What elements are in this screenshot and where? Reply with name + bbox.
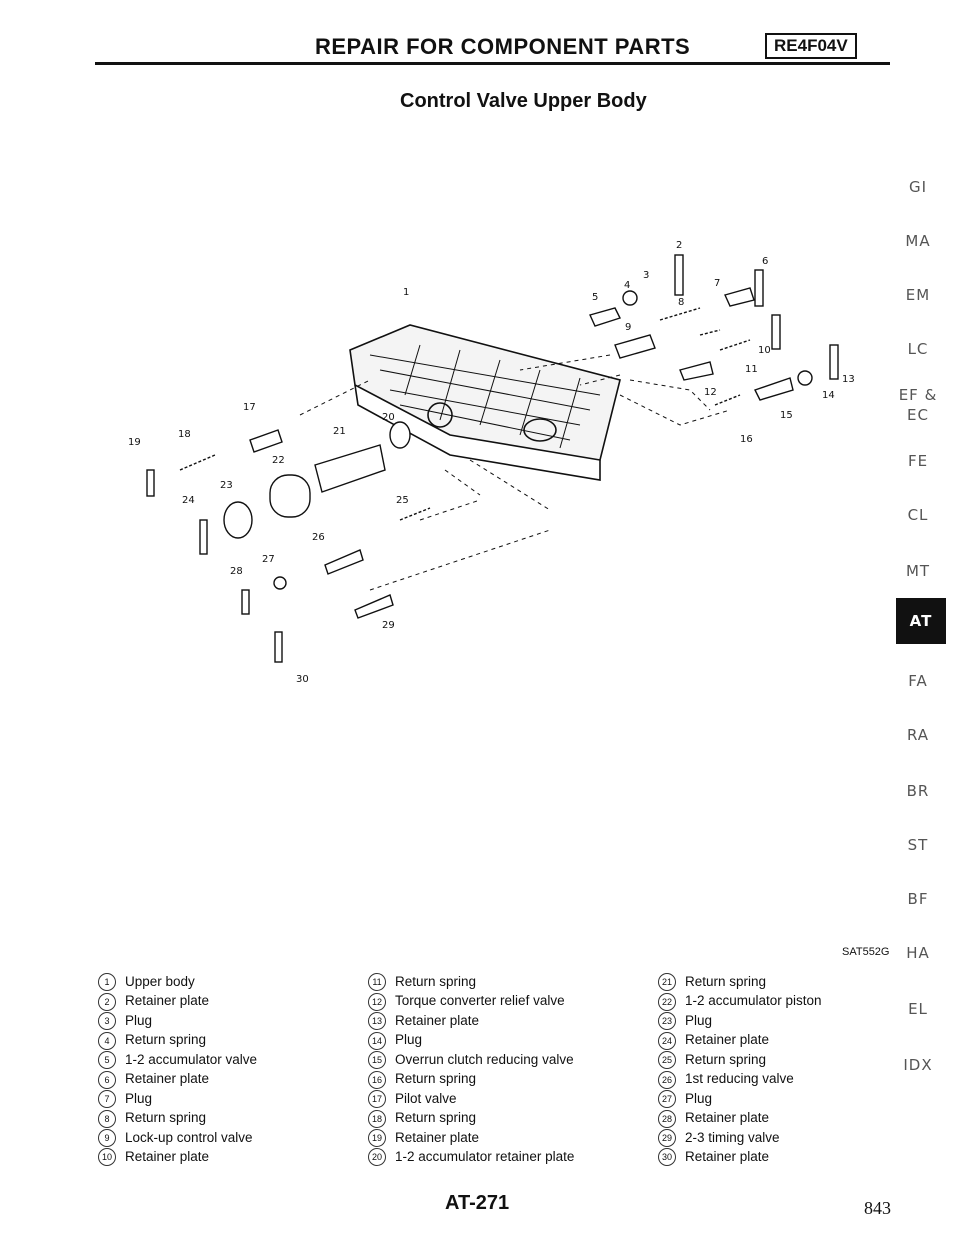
svg-text:26: 26 [312,532,325,543]
svg-text:9: 9 [625,322,631,333]
svg-text:24: 24 [182,495,195,506]
nav-item-em[interactable]: EM [905,286,931,304]
svg-text:22: 22 [272,455,285,466]
svg-text:3: 3 [643,270,649,281]
svg-text:8: 8 [678,297,684,308]
nav-item-el[interactable]: EL [908,1000,928,1018]
model-badge: RE4F04V [765,33,857,59]
nav-item-gi[interactable]: GI [908,178,928,196]
svg-text:6: 6 [762,256,768,267]
svg-text:18: 18 [178,429,191,440]
svg-text:28: 28 [230,566,243,577]
nav-item-cl[interactable]: CL [907,506,929,524]
svg-text:2: 2 [676,240,682,251]
svg-text:21: 21 [333,426,346,437]
svg-text:16: 16 [740,434,753,445]
section-title: Control Valve Upper Body [400,90,647,112]
svg-text:19: 19 [128,437,141,448]
nav-item-fa[interactable]: FA [908,672,928,690]
svg-text:1: 1 [403,287,409,298]
svg-text:30: 30 [296,674,309,685]
nav-item-br[interactable]: BR [906,782,930,800]
svg-text:10: 10 [758,345,771,356]
nav-item-ha[interactable]: HA [906,944,930,962]
svg-text:4: 4 [624,280,630,291]
nav-item-at[interactable]: AT [896,598,946,644]
svg-text:27: 27 [262,554,275,565]
svg-text:13: 13 [842,374,855,385]
upper-parts [589,254,839,406]
figure-code: SAT552G [842,946,890,958]
nav-item-ra[interactable]: RA [906,726,930,744]
nav-item-idx[interactable]: IDX [903,1056,933,1074]
svg-text:11: 11 [745,364,758,375]
header-title: REPAIR FOR COMPONENT PARTS [315,34,691,59]
folio-number: 843 [864,1198,891,1218]
upper-body-illustration [349,324,621,481]
page-number: AT-271 [445,1192,510,1214]
svg-text:23: 23 [220,480,233,491]
svg-text:15: 15 [780,410,793,421]
nav-item-fe[interactable]: FE [907,452,929,470]
svg-text:20: 20 [382,412,395,423]
svg-text:29: 29 [382,620,395,631]
nav-item-st[interactable]: ST [907,836,929,854]
nav-item-ma[interactable]: MA [905,232,931,250]
nav-item-ef[interactable]: EF & [898,386,938,404]
svg-text:14: 14 [822,390,835,401]
leader-lines [299,354,731,591]
lower-parts [146,421,431,663]
svg-text:12: 12 [704,387,717,398]
nav-item-mt[interactable]: MT [905,562,931,580]
nav-item-lc[interactable]: LC [907,340,929,358]
svg-text:25: 25 [396,495,409,506]
header-rule [95,62,890,65]
nav-item-ec[interactable]: EC [907,406,929,424]
svg-text:17: 17 [243,402,256,413]
nav-item-bf[interactable]: BF [907,890,929,908]
svg-text:5: 5 [592,292,598,303]
svg-text:7: 7 [714,278,720,289]
